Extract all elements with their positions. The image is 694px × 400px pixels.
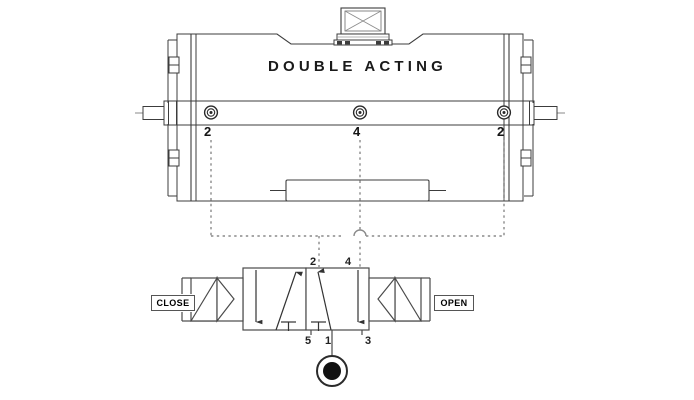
port-label-right: 2 [497,124,505,139]
mounting-lugs-right [520,56,532,167]
actuator-assembly [135,7,565,202]
valve-flow-left-position [255,270,303,331]
valve-port-label-1: 1 [325,335,332,347]
valve-box-left [242,267,307,331]
port-fitting-left-2 [203,105,219,120]
open-tag: OPEN [434,295,474,311]
position-indicator [333,7,393,46]
tubing-routing [210,140,505,267]
port-label-middle: 4 [353,124,361,139]
valve-port-label-2: 2 [310,256,317,268]
valve-port-label-3: 3 [365,335,372,347]
exhaust-tee-right [311,321,326,331]
bottom-housing-block [270,179,446,202]
mounting-lugs-left [168,56,180,167]
valve-port-label-5: 5 [305,335,312,347]
close-tag: CLOSE [151,295,195,311]
pilot-actuator-close [181,275,244,323]
pilot-actuator-open [368,275,431,323]
valve-port-label-4: 4 [345,256,352,268]
port-fitting-right-2 [496,105,512,120]
line-jump-arc [353,229,367,237]
port-label-left: 2 [204,124,212,139]
port-fitting-mid-4 [352,105,368,120]
valve-symbol [181,267,431,358]
cylinder-marking-text: DOUBLE ACTING [268,58,448,75]
valve-flow-right-position [311,268,365,331]
exhaust-tee-left [281,321,296,331]
shaft-left [142,100,182,126]
valve-box-right [305,267,370,331]
valve-port-stubs [310,330,363,358]
indicator-cross-b [344,10,382,32]
pressure-source-symbol [316,355,348,387]
